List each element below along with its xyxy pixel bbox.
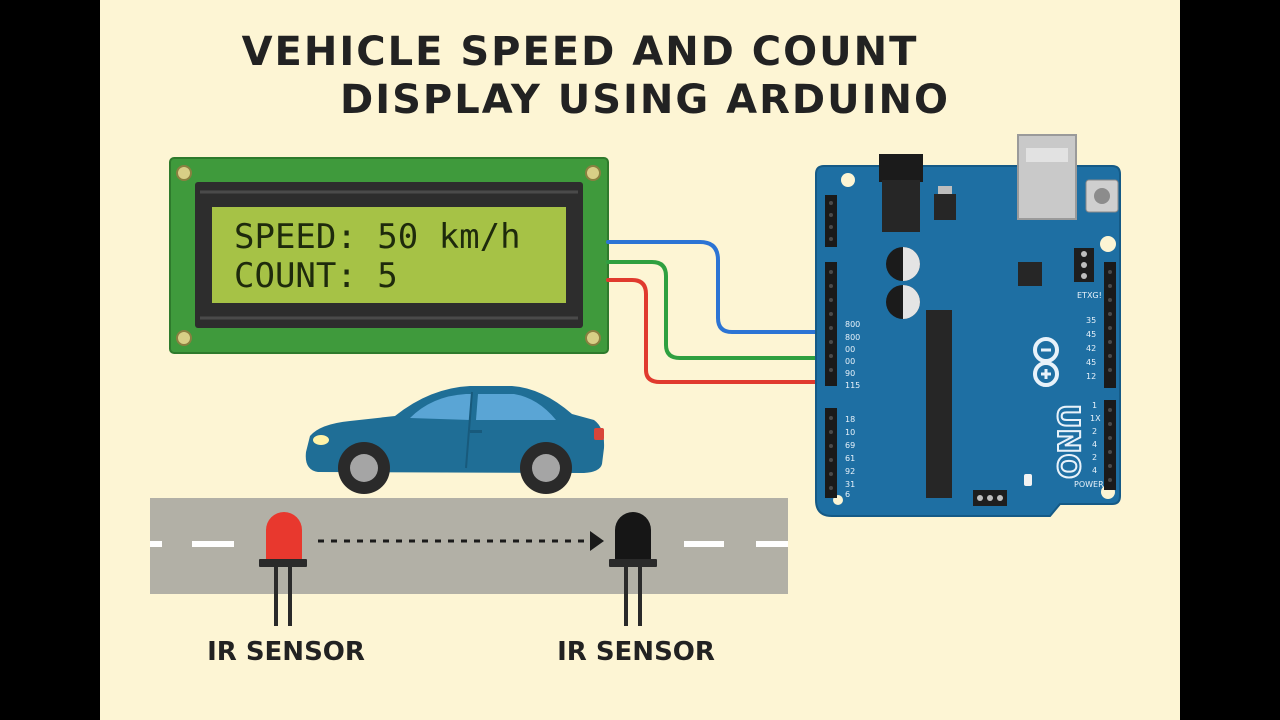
- title-line-1: VEHICLE SPEED AND COUNT: [241, 29, 919, 75]
- wire-blue: [606, 240, 828, 334]
- road-surface: [150, 498, 788, 594]
- pin-label: 00: [845, 357, 855, 366]
- sensor-lead: [274, 566, 278, 626]
- car-window-rear: [476, 394, 556, 420]
- beam-arrow-head: [590, 531, 604, 551]
- pin-label: 00: [845, 345, 855, 354]
- pin-label: 35: [1086, 316, 1096, 325]
- wire-green: [606, 260, 828, 360]
- pin-label: 42: [1086, 344, 1096, 353]
- power-label: POWER: [1074, 480, 1104, 489]
- car-door-line: [465, 391, 473, 469]
- wire-red: [606, 278, 828, 384]
- lcd-line-1: SPEED: 50 km/h: [234, 217, 521, 257]
- car-headlight: [313, 435, 329, 445]
- bottom-header: [973, 490, 1007, 506]
- diagram-title: VEHICLE SPEED AND COUNT DISPLAY USING AR…: [100, 28, 1060, 124]
- usb-connector: [1017, 134, 1077, 220]
- pin-label: 90: [845, 369, 855, 378]
- reset-button-cap: [1094, 188, 1110, 204]
- pin-label: 69: [845, 441, 855, 450]
- wires: [606, 240, 828, 384]
- header-right-top: [1104, 262, 1116, 388]
- usb-chip: [1018, 262, 1042, 286]
- arduino-mount-hole: [1100, 236, 1116, 252]
- icsp-header: [1074, 248, 1094, 282]
- lcd-module: SPEED: 50 km/h COUNT: 5: [169, 157, 609, 354]
- header-left-top: [825, 195, 837, 247]
- ir-sensor-label: IR SENSOR: [557, 637, 715, 667]
- pin-label: 10: [845, 428, 855, 437]
- lcd-screen: [212, 207, 566, 303]
- header-pin-holes: [829, 201, 1112, 490]
- pin-label: 45: [1086, 358, 1096, 367]
- ir-sensor-led-receiver: [615, 512, 651, 559]
- pin-label: 2: [1092, 427, 1097, 436]
- pin-label: 4: [1092, 466, 1097, 475]
- lcd-mount-hole: [176, 165, 192, 181]
- pin-label: 92: [845, 467, 855, 476]
- power-jack: [879, 154, 923, 182]
- car-illustration: [305, 386, 605, 494]
- sensor-lead: [288, 566, 292, 626]
- arduino-mount-hole: [841, 173, 855, 187]
- uno-logo-text: UNO: [1050, 404, 1085, 479]
- ir-sensor-2: IR SENSOR: [557, 512, 715, 667]
- capacitor-mark: [903, 285, 920, 319]
- pin-label: 1: [1092, 401, 1097, 410]
- lcd-mount-hole: [585, 165, 601, 181]
- car-door-handle: [470, 430, 482, 433]
- capacitor-mark: [903, 247, 920, 281]
- pin-label: 800: [845, 320, 860, 329]
- sensor-lead: [638, 566, 642, 626]
- sensor-base: [259, 559, 307, 567]
- header-left-bottom: [825, 408, 837, 498]
- car-taillight: [594, 428, 604, 440]
- pin-label: 2: [1092, 453, 1097, 462]
- pin-label: 115: [845, 381, 860, 390]
- pin-label: 1X: [1090, 414, 1101, 423]
- arduino-infinity-logo: [1033, 337, 1059, 387]
- atmega-chip: [926, 310, 952, 498]
- ir-sensor-led-emitter: [266, 512, 302, 559]
- right-header-label: ETXG!: [1077, 291, 1102, 300]
- pin-label: 6: [845, 490, 850, 499]
- car-wheel-hub: [532, 454, 560, 482]
- ir-sensor-label: IR SENSOR: [207, 637, 365, 667]
- lcd-mount-hole: [176, 330, 192, 346]
- pin-label: 4: [1092, 440, 1097, 449]
- regulator-tab: [938, 186, 952, 194]
- pin-label: 12: [1086, 372, 1096, 381]
- pin-label: 800: [845, 333, 860, 342]
- pin-label: 61: [845, 454, 855, 463]
- voltage-regulator: [934, 194, 956, 220]
- ir-sensor-1: IR SENSOR: [207, 512, 365, 667]
- power-jack-body: [882, 180, 920, 232]
- usb-connector-inner: [1026, 148, 1068, 162]
- car-wheel-hub: [350, 454, 378, 482]
- on-led: [1024, 474, 1032, 486]
- road: [150, 498, 788, 594]
- lcd-line-2: COUNT: 5: [234, 256, 398, 296]
- sensor-base: [609, 559, 657, 567]
- title-line-2: DISPLAY USING ARDUINO: [340, 77, 950, 123]
- pin-label: 31: [845, 480, 855, 489]
- sensor-lead: [624, 566, 628, 626]
- header-left-mid: [825, 262, 837, 386]
- lcd-mount-hole: [585, 330, 601, 346]
- pin-label: 18: [845, 415, 855, 424]
- pin-label: 45: [1086, 330, 1096, 339]
- arduino-uno-board: 800 800 00 00 90 115 18 10 69 61 92 31 6…: [815, 134, 1121, 517]
- header-right-bottom: [1104, 400, 1116, 490]
- car-window-front: [410, 394, 472, 420]
